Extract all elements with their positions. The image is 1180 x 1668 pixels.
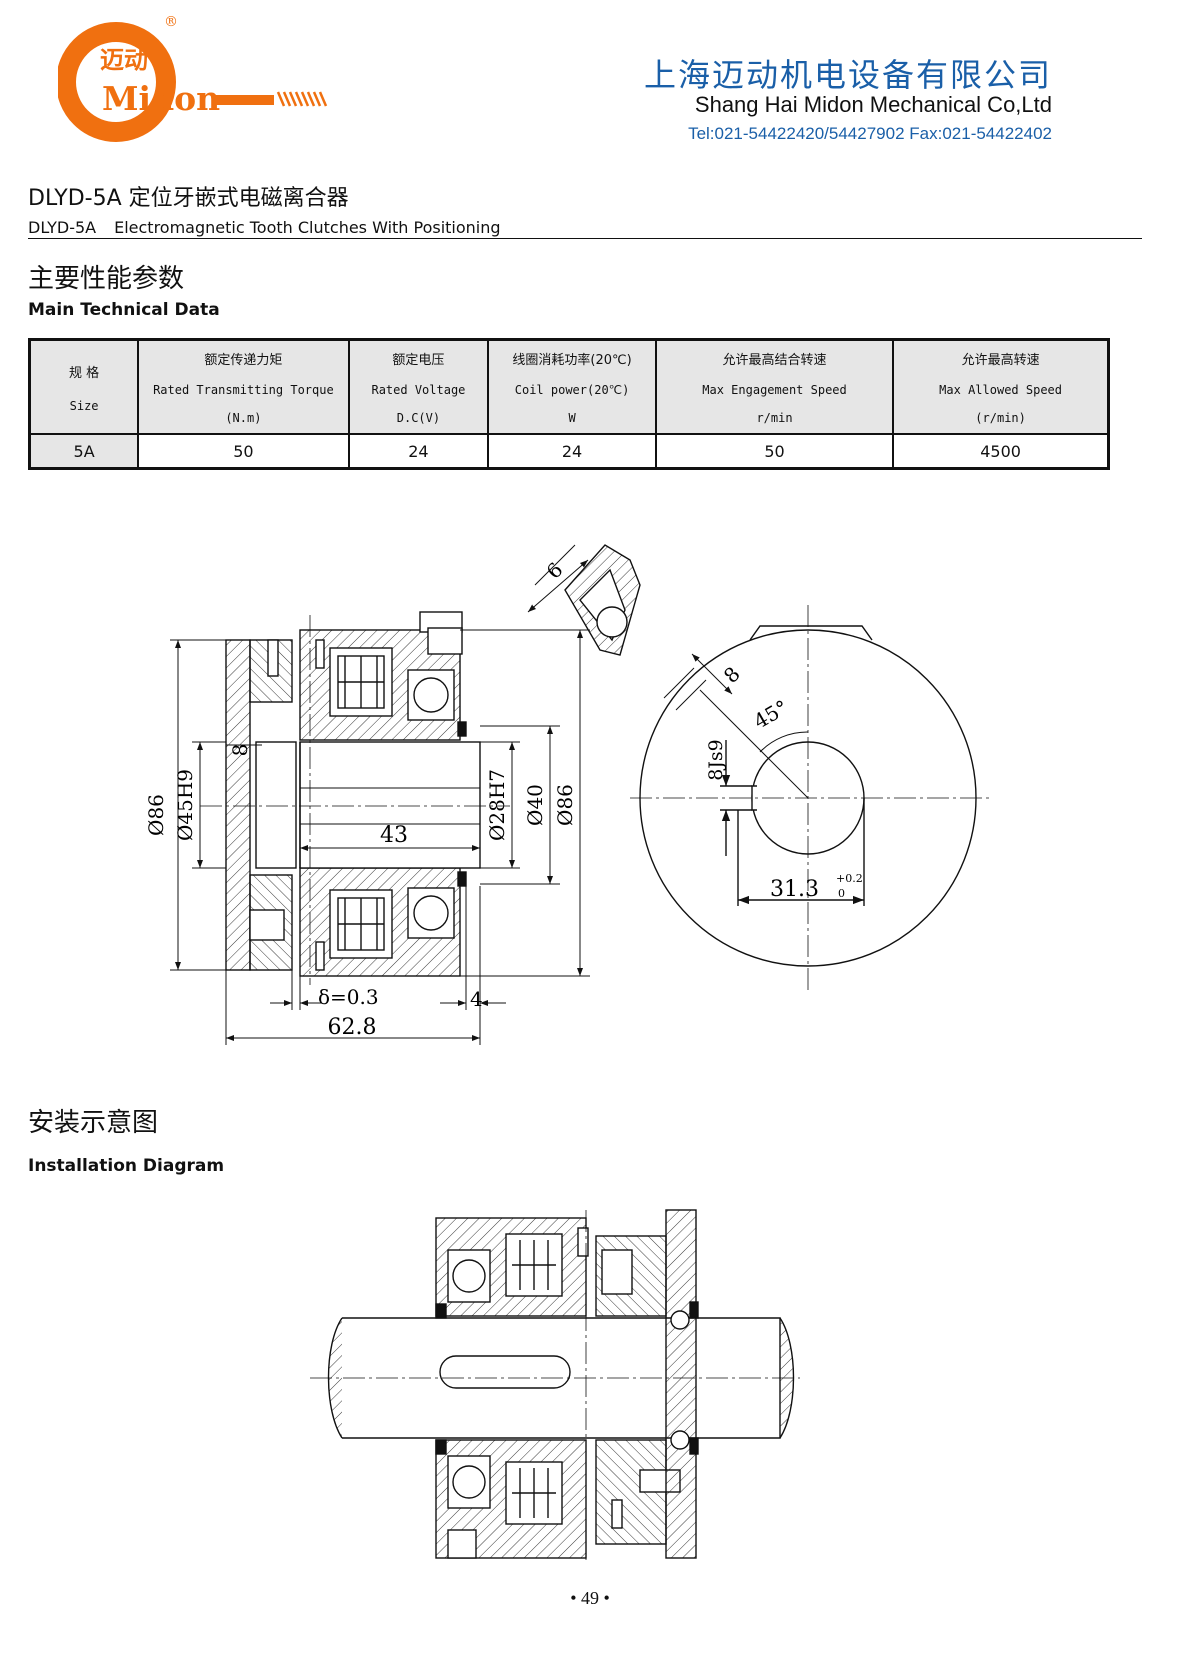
page-number: • 49 •	[570, 1588, 610, 1608]
dim-62-8: 62.8	[328, 1015, 377, 1040]
dim-d45h9: Ø45H9	[173, 769, 197, 841]
product-title-en: DLYD-5A Electromagnetic Tooth Clutches Wi…	[28, 218, 501, 237]
tech-section-title-en: Main Technical Data	[28, 300, 220, 320]
dim-d86-right: Ø86	[553, 784, 577, 826]
install-section-title-cn: 安装示意图	[28, 1108, 159, 1138]
product-title-cn: DLYD-5A 定位牙嵌式电磁离合器	[28, 186, 349, 211]
dim-d40: Ø40	[523, 784, 547, 826]
cell-size: 5A	[28, 433, 140, 470]
front-dim-8js9: 8Js9	[705, 739, 727, 781]
install-section-title-en: Installation Diagram	[28, 1156, 225, 1176]
company-name-cn: 上海迈动机电设备有限公司	[643, 56, 1052, 94]
front-dim-tol-lower: 0	[838, 887, 845, 900]
front-dim-tol-upper: +0.2	[836, 872, 863, 885]
cell-voltage: 24	[347, 433, 490, 470]
company-contact: Tel:021-54422420/54427902 Fax:021-544224…	[688, 124, 1052, 143]
logo-cn-text: 迈动	[100, 45, 148, 74]
cell-coil-power: 24	[487, 433, 657, 470]
front-view	[630, 605, 990, 990]
front-dim-31-3: 31.3	[770, 877, 819, 902]
logo-en-text: Midon	[102, 79, 220, 118]
registered-mark: ®	[164, 14, 178, 30]
side-section-view	[200, 611, 510, 985]
installation-diagram	[310, 1209, 800, 1560]
dim-43: 43	[380, 823, 408, 848]
dim-4: 4	[470, 987, 483, 1011]
col-coil-power: 线圈消耗功率(20℃)Coil power(20℃)W	[487, 338, 657, 435]
midon-logo: 迈动 Midon ®	[58, 14, 328, 142]
cell-torque: 50	[137, 433, 350, 470]
dim-delta: δ=0.3	[318, 985, 379, 1009]
dim-8: 8	[228, 744, 252, 757]
product-model: DLYD-5A	[28, 218, 97, 237]
detail-dim-6: 6	[542, 558, 568, 584]
technical-drawing: Ø86 Ø45H9 8 43 Ø28H7 Ø40 Ø86 δ=0.3 4 62.…	[144, 544, 990, 1045]
table-row: 5A 50 24 24 50 4500	[28, 433, 1110, 470]
product-name-en: Electromagnetic Tooth Clutches With Posi…	[114, 218, 501, 237]
dim-d86-left: Ø86	[144, 794, 168, 836]
cell-engagement-speed: 50	[654, 433, 895, 470]
dim-d28h7: Ø28H7	[485, 769, 509, 841]
company-name-en: Shang Hai Midon Mechanical Co,Ltd	[694, 92, 1052, 117]
cell-allowed-speed: 4500	[892, 433, 1110, 470]
tooth-detail-view	[527, 544, 641, 656]
title-rule	[28, 238, 1142, 239]
side-view-dimensions	[170, 629, 590, 1045]
tech-section-title-cn: 主要性能参数	[28, 264, 185, 294]
